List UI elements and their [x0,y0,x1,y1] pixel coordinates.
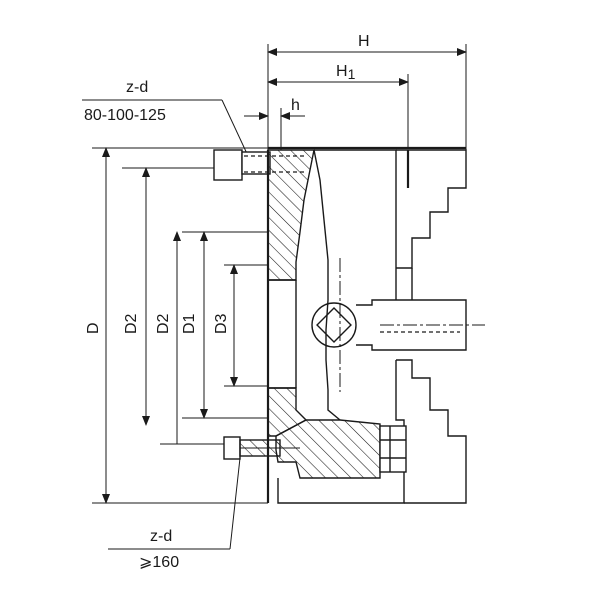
label-h-total: H [358,33,370,50]
label-sizes-top: 80-100-125 [84,107,166,124]
wrench-socket-circle [311,302,357,348]
label-h1: H1 [336,63,356,82]
dimension-small-h-group: h [244,97,305,150]
top-screw-head [213,149,243,181]
top-screw-shank [241,151,271,175]
label-d: D [85,322,102,334]
label-h-small: h [291,97,300,114]
hub-section [275,419,381,479]
label-zd-top: z-d [126,79,148,96]
label-sizes-bottom: ⩾160 [139,554,179,571]
bottom-screw-head [223,436,241,460]
label-d2-outer: D2 [123,313,140,334]
label-zd-bottom: z-d [150,528,172,545]
back-plate-upper [267,149,315,281]
dimension-h-group: H [267,33,467,150]
dimension-h1-group: H1 [267,63,409,148]
hub-screw [379,425,407,473]
label-d2-inner: D2 [155,313,172,334]
label-d1: D1 [181,313,198,334]
wrench-socket-square [316,307,352,343]
label-d3: D3 [213,313,230,334]
dimension-d3: D3 [213,264,268,387]
jaw-bottom [396,359,467,504]
leader-zd-bottom: z-d ⩾160 [108,457,241,571]
dimension-d: D [85,147,268,504]
chuck-body [213,146,485,504]
leader-zd-top: z-d 80-100-125 [82,79,250,159]
dimension-d2-inner: D2 [155,231,232,445]
label-h1-subscript: 1 [348,66,356,82]
dimension-d1: D1 [181,231,268,419]
jaw-top [396,149,467,269]
dimension-d2-outer: D2 [122,167,268,426]
